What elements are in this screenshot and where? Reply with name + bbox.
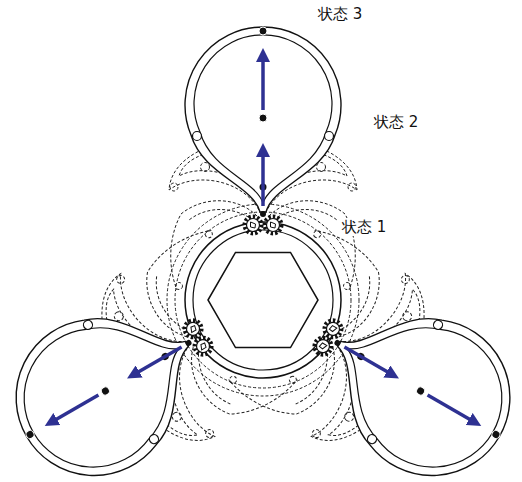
state-label: 状态 3 [316, 5, 364, 23]
state-label: 状态 1 [340, 218, 388, 236]
state-label: 状态 2 [372, 113, 420, 131]
arm-state-3 [0, 266, 244, 482]
arm-state-3 [282, 266, 522, 482]
arm-state-3 [185, 27, 341, 234]
hub [167, 204, 359, 396]
